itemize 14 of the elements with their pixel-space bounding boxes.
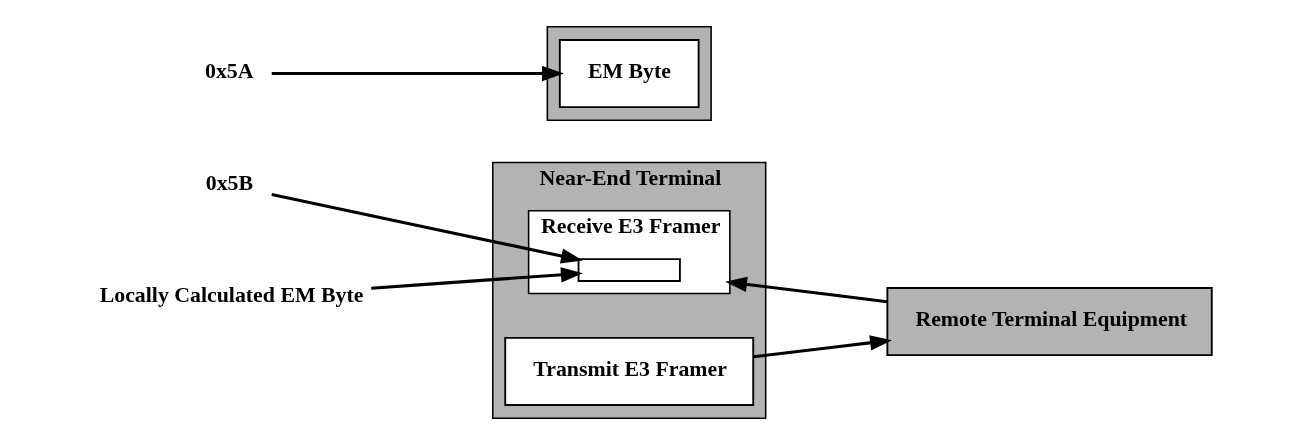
arrow <box>371 267 583 290</box>
arrow <box>753 335 892 359</box>
node-text: 0x5A <box>204 58 254 83</box>
arrow <box>271 193 583 264</box>
arrow <box>725 276 888 304</box>
cluster <box>546 26 712 122</box>
node-box: Transmit E3 Framer <box>504 337 755 406</box>
node-box: EM Byte <box>558 39 700 108</box>
node-box <box>577 258 681 282</box>
node-text: Locally Calculated EM Byte <box>99 283 364 308</box>
cluster: Receive E3 Framer <box>527 210 731 295</box>
node-box: Remote Terminal Equipment <box>886 287 1213 356</box>
arrow <box>271 65 564 82</box>
node-text: 0x5B <box>205 171 254 196</box>
